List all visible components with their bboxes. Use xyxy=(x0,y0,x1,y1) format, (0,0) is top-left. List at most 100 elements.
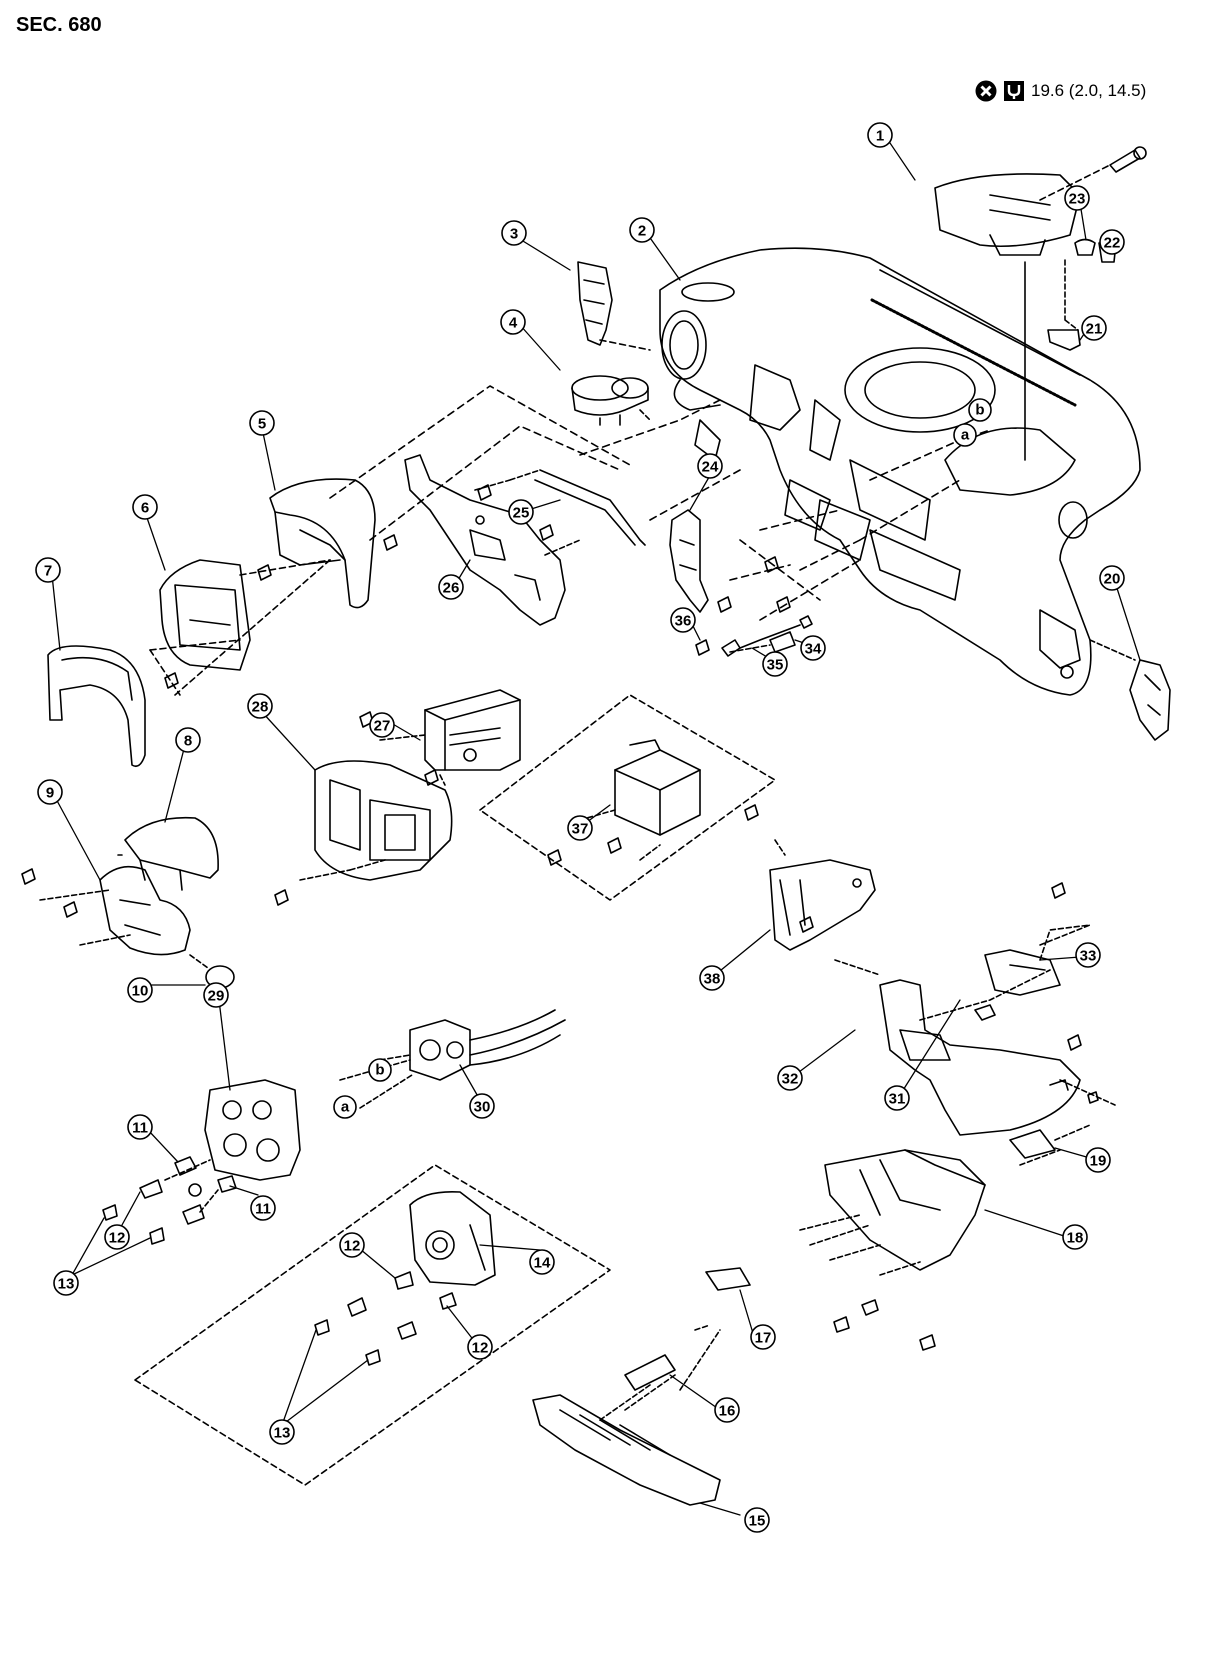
callout-15: 15 xyxy=(744,1507,770,1533)
callout-28: 28 xyxy=(247,693,273,719)
callout-number: 25 xyxy=(513,505,530,522)
callout-circle xyxy=(369,712,395,738)
callout-35: 35 xyxy=(762,651,788,677)
callout-14: 14 xyxy=(529,1249,555,1275)
callout-number: 13 xyxy=(58,1276,75,1293)
letter-circle xyxy=(953,423,977,447)
audio-unit xyxy=(379,689,521,786)
callout-number: 26 xyxy=(443,580,460,597)
callout-20: 20 xyxy=(1099,565,1125,591)
letter-circle xyxy=(368,1058,392,1082)
letter-circle xyxy=(333,1095,357,1119)
callout-6: 6 xyxy=(132,494,158,520)
lower-control-group xyxy=(134,1164,611,1486)
glove-box-lid xyxy=(834,924,1116,1136)
airbag-module xyxy=(934,146,1147,461)
torque-wrench-icon xyxy=(1004,81,1024,101)
callout-number: 31 xyxy=(889,1091,906,1108)
callout-circle xyxy=(53,1270,79,1296)
callout-number: 2 xyxy=(638,223,646,240)
callout-circle xyxy=(1085,1147,1111,1173)
callout-circle xyxy=(629,217,655,243)
callout-11b: 11 xyxy=(250,1195,276,1221)
callout-circle xyxy=(127,977,153,1003)
side-finisher-right xyxy=(1089,639,1171,741)
callout-number: 19 xyxy=(1090,1153,1107,1170)
callout-circle xyxy=(132,494,158,520)
callout-30: 30 xyxy=(469,1093,495,1119)
letter-label: a xyxy=(961,427,970,444)
callout-circle xyxy=(339,1232,365,1258)
center-cluster-finisher xyxy=(299,760,453,881)
callout-circle xyxy=(800,635,826,661)
torque-spec: 19.6 (2.0, 14.5) xyxy=(975,80,1146,102)
letter-label: a xyxy=(341,1099,350,1116)
callout-circle xyxy=(867,122,893,148)
callout-circle xyxy=(469,1093,495,1119)
callout-number: 18 xyxy=(1067,1230,1084,1247)
callout-number: 5 xyxy=(258,416,266,433)
letter-label: b xyxy=(975,402,984,419)
callout-38: 38 xyxy=(699,965,725,991)
callout-circle xyxy=(750,1324,776,1350)
glove-box-housing xyxy=(799,1091,1099,1351)
callout-number: 24 xyxy=(702,459,719,476)
callout-number: 6 xyxy=(141,500,149,517)
callout-circle xyxy=(250,1195,276,1221)
callout-circle xyxy=(104,1224,130,1250)
callout-number: 34 xyxy=(805,641,822,658)
callout-number: 4 xyxy=(509,315,518,332)
callout-number: 33 xyxy=(1080,948,1097,965)
callout-circle xyxy=(438,574,464,600)
callout-number: 22 xyxy=(1104,235,1121,252)
letter-circle xyxy=(968,398,992,422)
side-lower-bracket xyxy=(669,509,709,613)
airbag-bracket-parts xyxy=(1047,238,1117,351)
callout-circle xyxy=(37,779,63,805)
callout-circle xyxy=(1099,229,1125,255)
callout-7: 7 xyxy=(35,557,61,583)
callout-number: 35 xyxy=(767,657,784,674)
callout-25: 25 xyxy=(508,499,534,525)
callout-number: 12 xyxy=(109,1230,126,1247)
callout-circle xyxy=(762,651,788,677)
callout-circle xyxy=(699,965,725,991)
callout-number: 11 xyxy=(132,1120,148,1137)
callout-12a: 12 xyxy=(104,1224,130,1250)
callout-circle xyxy=(467,1334,493,1360)
callout-24: 24 xyxy=(697,453,723,479)
callout-18: 18 xyxy=(1062,1224,1088,1250)
callout-number: 17 xyxy=(755,1330,772,1347)
callout-3: 3 xyxy=(501,220,527,246)
callout-9: 9 xyxy=(37,779,63,805)
callout-circle xyxy=(697,453,723,479)
callout-number: 36 xyxy=(675,613,692,630)
callout-circle xyxy=(567,815,593,841)
callout-circle xyxy=(1075,942,1101,968)
callout-circle xyxy=(501,220,527,246)
callout-circle xyxy=(249,410,275,436)
callout-circle xyxy=(269,1419,295,1445)
callout-number: 21 xyxy=(1086,321,1103,338)
callout-16: 16 xyxy=(714,1397,740,1423)
heater-control xyxy=(204,1009,566,1181)
callout-29: 29 xyxy=(203,982,229,1008)
callout-4: 4 xyxy=(500,309,526,335)
callout-13b: 13 xyxy=(269,1419,295,1445)
callout-circle xyxy=(1062,1224,1088,1250)
callout-number: 15 xyxy=(749,1513,766,1530)
callout-number: 13 xyxy=(274,1425,291,1442)
callout-36: 36 xyxy=(670,607,696,633)
callout-21: 21 xyxy=(1081,315,1107,341)
cluster-lid xyxy=(269,478,376,609)
steering-column-cover xyxy=(39,816,235,989)
letter-label: b xyxy=(375,1062,384,1079)
meter-finisher xyxy=(47,645,146,768)
clip-set xyxy=(721,615,813,657)
side-bracket xyxy=(577,261,651,351)
callout-number: 38 xyxy=(704,971,721,988)
leader-dashes xyxy=(329,385,991,621)
callout-circle xyxy=(670,607,696,633)
